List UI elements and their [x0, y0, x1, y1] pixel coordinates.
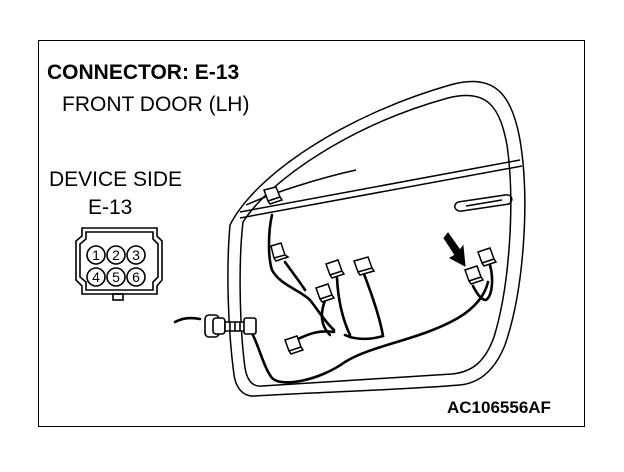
pin-label: 4: [92, 269, 100, 285]
pin-6-circle: [126, 267, 146, 287]
pointer-arrow: [443, 232, 466, 267]
pin-2-circle: [106, 245, 126, 265]
pin-label: 2: [112, 247, 120, 263]
pin-label: 1: [92, 247, 100, 263]
wiring-harness: [173, 213, 494, 384]
figure-code: AC106556AF: [447, 398, 551, 417]
pin-label: 5: [112, 269, 120, 285]
device-id-label: E-13: [88, 196, 133, 219]
device-side-label: DEVICE SIDE: [49, 168, 183, 191]
connector-face: [75, 227, 163, 301]
pin-label: 3: [132, 247, 140, 263]
harness-connectors: [263, 186, 498, 355]
pin-4-circle: [86, 267, 106, 287]
door-subtitle: FRONT DOOR (LH): [62, 93, 250, 116]
connector-title: CONNECTOR: E-13: [47, 61, 240, 84]
pin-3-circle: [126, 245, 146, 265]
grommet: [204, 314, 257, 338]
pin-1-circle: [86, 245, 106, 265]
diagram-frame: [38, 40, 585, 427]
pin-5-circle: [106, 267, 126, 287]
door-outline: [227, 80, 526, 397]
pin-label: 6: [132, 269, 140, 285]
